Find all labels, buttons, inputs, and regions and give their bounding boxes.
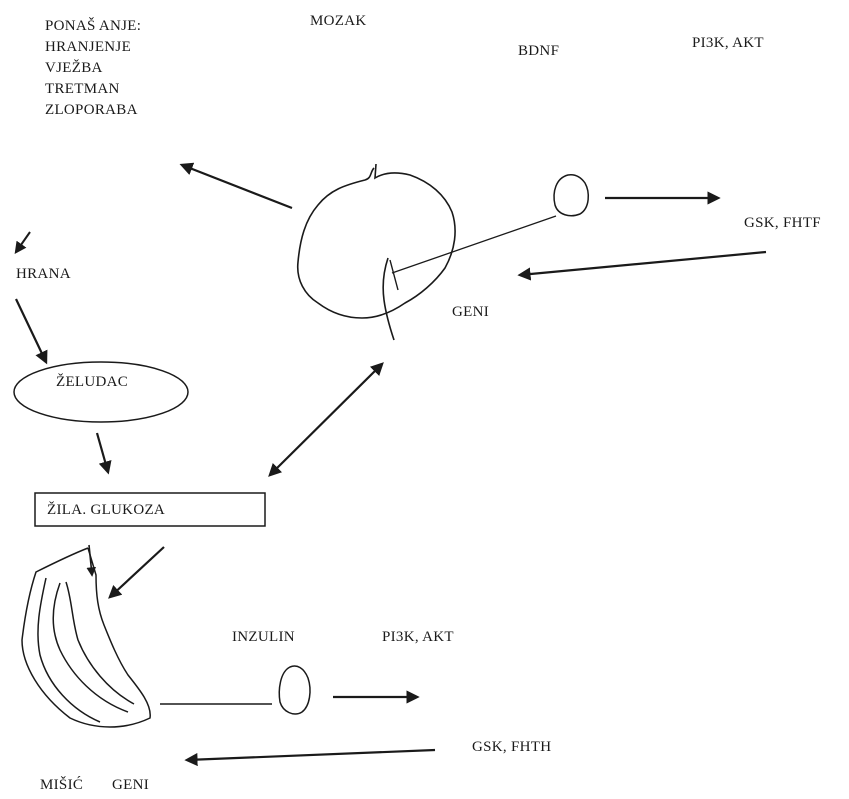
arrow-food-to-stomach — [16, 299, 46, 362]
brain-genes-label: GENI — [452, 302, 489, 322]
muscle-pathway-bottom-label: GSK, FHTH — [472, 737, 551, 757]
insulin-label: INZULIN — [232, 627, 295, 647]
muscle-shape — [22, 548, 150, 727]
arrow-glucose-to-muscle — [110, 547, 164, 597]
arrow-glucose-brain — [270, 364, 382, 475]
behavior-line: PONAŠ ANJE: — [45, 16, 141, 37]
behavior-line: VJEŽBA — [45, 58, 141, 79]
stomach-ellipse — [14, 362, 188, 422]
arrow-into-food — [16, 232, 30, 252]
brain-outline — [298, 164, 455, 318]
behavior-line: ZLOPORABA — [45, 100, 141, 121]
arrow-gsk-to-brain — [520, 252, 766, 275]
blood-glucose-label: ŽILA. GLUKOZA — [47, 500, 165, 520]
insulin-receptor-shape — [279, 666, 310, 714]
arrow-gsk-to-muscle — [187, 750, 435, 760]
brain-pathway-top-label: PI3K, AKT — [692, 33, 764, 53]
bdnf-receptor-shape — [554, 175, 588, 216]
muscle-label: MIŠIĆ — [40, 775, 83, 795]
behavior-line: HRANJENJE — [45, 37, 141, 58]
brain-bdnf-connector — [392, 216, 556, 273]
muscle-genes-label: GENI — [112, 775, 149, 795]
stomach-label: ŽELUDAC — [56, 372, 128, 392]
food-label: HRANA — [16, 264, 71, 284]
arrow-stomach-to-glucose — [97, 433, 108, 472]
bdnf-label: BDNF — [518, 41, 559, 61]
muscle-pathway-top-label: PI3K, AKT — [382, 627, 454, 647]
arrow-brain-to-behavior — [182, 165, 292, 208]
brain-pathway-bottom-label: GSK, FHTF — [744, 213, 821, 233]
behavior-list: PONAŠ ANJE: HRANJENJE VJEŽBA TRETMAN ZLO… — [45, 16, 141, 121]
behavior-line: TRETMAN — [45, 79, 141, 100]
brain-label: MOZAK — [310, 11, 367, 31]
